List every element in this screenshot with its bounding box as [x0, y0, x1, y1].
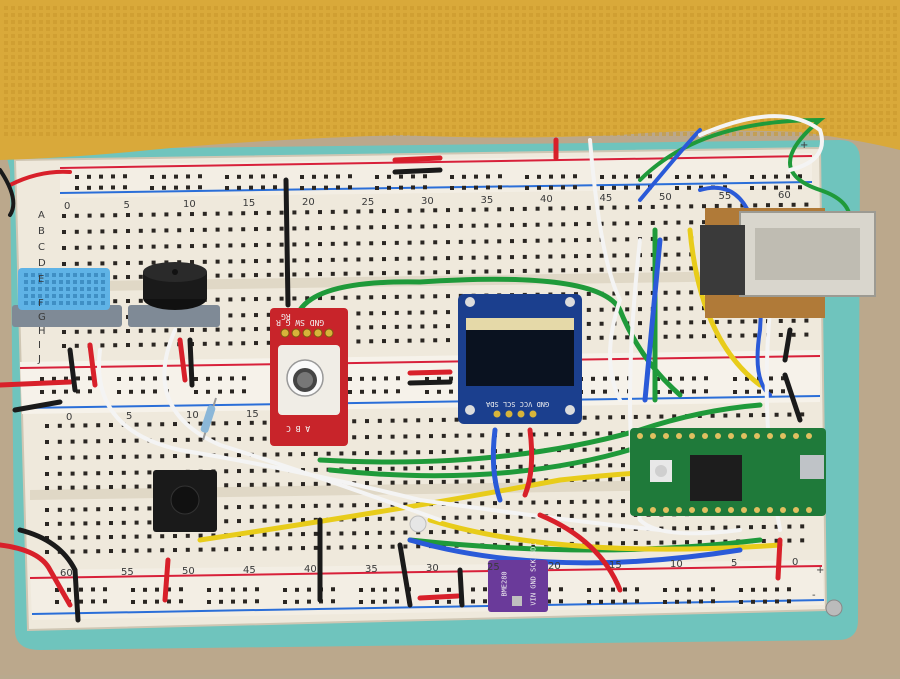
- column-number-bottom: 30: [426, 562, 439, 574]
- encoder-abc-label: A B C: [286, 424, 311, 433]
- column-number-bottom: 35: [365, 563, 378, 575]
- column-number-top: 10: [183, 199, 196, 211]
- column-number-top: 20: [302, 197, 315, 209]
- buzzer: [128, 262, 220, 327]
- row-letter: E: [38, 274, 45, 285]
- column-number-bottom: 25: [487, 561, 500, 573]
- column-number-top: 30: [421, 195, 434, 207]
- oled-pin-label: GND VCC SCL SDA: [486, 400, 550, 408]
- rotary-encoder-module: [270, 308, 348, 446]
- column-number-bottom: 50: [182, 566, 195, 578]
- row-letter: B: [38, 226, 45, 237]
- column-number-bottom: 20: [548, 560, 561, 572]
- row-letter: C: [38, 242, 45, 253]
- column-number-top: 60: [778, 190, 791, 202]
- towel-texture: [4, 6, 897, 136]
- row-letter: D: [38, 258, 46, 269]
- column-number-mid: 10: [186, 410, 199, 422]
- row-letter: H: [38, 326, 46, 337]
- column-number-top: 25: [361, 196, 375, 208]
- rail-plus-mark: +: [816, 565, 825, 576]
- column-number-bottom: 40: [304, 564, 317, 576]
- column-number-bottom: 60: [60, 568, 73, 579]
- column-number-mid: 15: [246, 409, 259, 421]
- column-number-bottom: 55: [121, 567, 134, 579]
- teensy-board: [630, 428, 826, 516]
- dht-sensor: [12, 268, 122, 327]
- screw: [825, 599, 843, 617]
- column-number-top: 35: [480, 194, 494, 206]
- rail-minus-mark: -: [812, 590, 816, 601]
- column-number-top: 50: [659, 192, 672, 203]
- column-number-mid: 5: [126, 411, 133, 423]
- oled-display: [458, 294, 582, 424]
- push-button: [153, 470, 217, 532]
- bme-pin-label: VIN GND SCK SDI: [529, 542, 538, 606]
- column-number-top: 40: [540, 193, 553, 205]
- column-number-top: 5: [123, 200, 130, 212]
- column-number-bottom: 10: [670, 559, 683, 570]
- bme280-sensor: [488, 560, 548, 612]
- column-number-top: 15: [242, 198, 256, 210]
- resistor: [200, 397, 217, 441]
- column-number-top: 55: [718, 191, 732, 203]
- ethernet-jack: [700, 208, 876, 318]
- column-number-bottom: 15: [609, 559, 622, 571]
- bme-label: BME280: [500, 571, 509, 597]
- column-number-bottom: 45: [243, 565, 256, 577]
- row-letter: J: [38, 354, 41, 365]
- row-letter: F: [38, 298, 44, 309]
- column-number-bottom: 5: [731, 558, 738, 570]
- rail-plus-mark: +: [800, 140, 809, 151]
- column-number-top: 0: [64, 201, 71, 212]
- encoder-rg-label: RG: [281, 312, 291, 321]
- column-number-top: 45: [599, 192, 613, 204]
- column-number-mid: 0: [66, 412, 73, 423]
- column-number-bottom: 0: [792, 557, 799, 569]
- breadboard: [13, 146, 828, 632]
- led: [409, 515, 427, 533]
- row-letter: G: [38, 312, 46, 323]
- row-letter: I: [38, 340, 41, 351]
- row-letter: A: [38, 210, 45, 221]
